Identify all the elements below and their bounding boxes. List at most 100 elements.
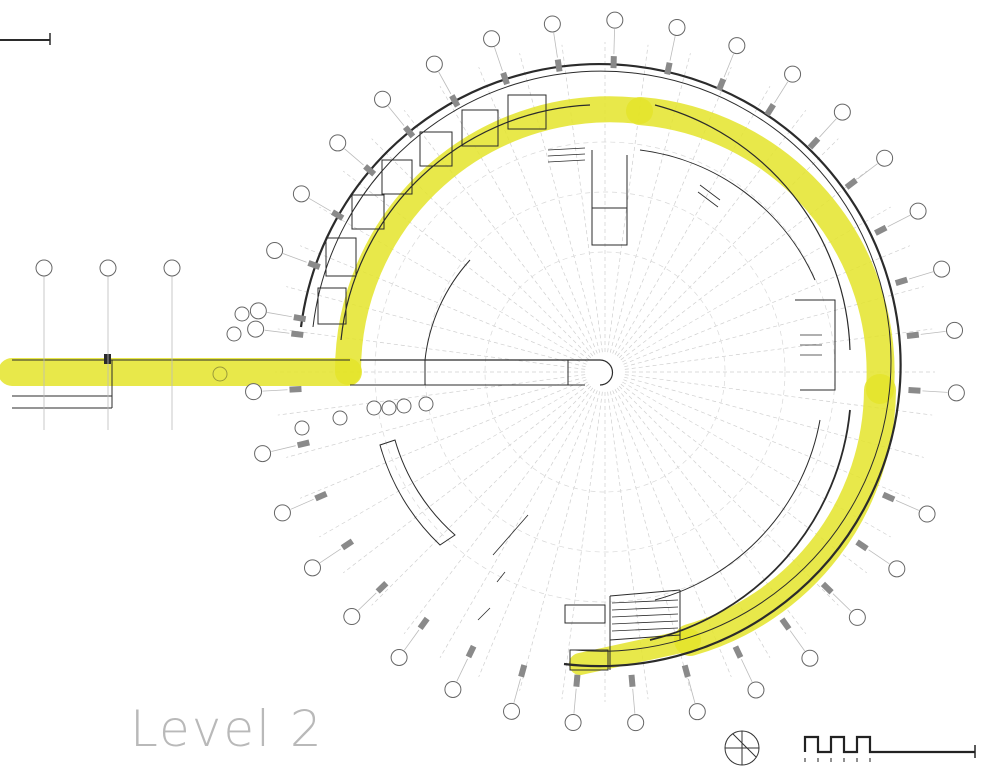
radial-grid-line [614, 86, 771, 355]
bubble-leader [290, 498, 314, 510]
grid-bubble [329, 134, 347, 152]
grid-bubble [374, 90, 392, 108]
level-title: Level 2 [130, 700, 324, 758]
column [844, 177, 858, 190]
grid-bubble [784, 65, 802, 83]
column [417, 616, 430, 631]
column [500, 71, 510, 86]
radial-grid [275, 42, 935, 702]
column [855, 539, 869, 552]
radial-grid-line [622, 381, 891, 538]
grid-bubble [503, 702, 521, 720]
bubble-leader [922, 390, 948, 393]
bubble-leader [741, 659, 753, 683]
circulation-path-highlight [0, 96, 896, 675]
radial-grid-line [403, 387, 594, 635]
north-arrow [724, 730, 760, 766]
radial-grid-line [277, 374, 586, 416]
grid-bubble [627, 714, 645, 732]
radial-grid-line [622, 206, 891, 363]
column [881, 491, 896, 503]
grid-bubble [483, 30, 501, 48]
grid-bubble [668, 18, 686, 36]
radial-grid-line [342, 170, 590, 361]
bubble-leader [267, 312, 292, 318]
radial-grid-line [277, 328, 586, 370]
grid-bubble [876, 149, 894, 167]
radial-grid-line [299, 245, 587, 365]
radial-grid-line [624, 376, 924, 458]
column [732, 645, 744, 659]
bubble-leader [264, 329, 290, 334]
radial-grid-line [478, 66, 598, 354]
radial-grid-line [620, 170, 868, 361]
grid-bubble [933, 260, 951, 278]
bubble-leader [573, 688, 577, 714]
bubble-leader [513, 678, 521, 703]
column [518, 664, 528, 678]
radial-grid-line [624, 286, 924, 368]
grid-bubble [249, 302, 267, 320]
bubble-leader [789, 630, 805, 652]
stair-treads [547, 147, 822, 632]
radial-grid-line [623, 379, 911, 499]
radial-grid-line [403, 109, 594, 357]
radial-grid-line [614, 389, 771, 658]
bubble-leader [819, 118, 837, 138]
bubble-leader [687, 678, 696, 704]
grid-bubble [390, 648, 408, 666]
column [820, 581, 834, 595]
radial-grid-line [371, 138, 592, 359]
grid-bubble [728, 37, 746, 55]
radial-grid-line [620, 383, 868, 574]
grid-ring [484, 251, 726, 493]
bubble-leader [774, 81, 789, 104]
radial-grid-line [618, 138, 839, 359]
radial-grid-line [624, 328, 933, 370]
column [573, 674, 581, 687]
column [402, 125, 416, 139]
column [610, 56, 617, 69]
radial-grid-line [439, 389, 596, 658]
column [874, 224, 888, 236]
grid-bubble [918, 505, 936, 523]
column [779, 617, 792, 631]
radial-grid-line [286, 286, 586, 368]
column [554, 59, 563, 72]
bubble-leader [438, 71, 452, 95]
bubble-leader [456, 658, 468, 682]
column [716, 77, 727, 92]
radial-grid-line [612, 390, 732, 678]
bubble-leader [553, 32, 558, 58]
bubble-leader [868, 549, 890, 565]
grid-bubbles [245, 11, 965, 732]
column [290, 330, 304, 338]
column [296, 439, 310, 449]
grid-bubble [543, 15, 561, 33]
radial-grid-line [439, 86, 596, 355]
column [764, 103, 776, 117]
radial-grid-line [618, 385, 839, 606]
column [807, 136, 821, 150]
radial-grid-line [478, 390, 598, 678]
radial-grid-line [561, 391, 603, 700]
radial-grid-line [624, 374, 933, 416]
grid-bubble [801, 649, 819, 667]
radial-grid-line [623, 245, 911, 365]
column [628, 674, 636, 688]
column [340, 538, 355, 551]
grid-bubble [564, 714, 582, 732]
radial-grid-line [609, 53, 691, 353]
grid-bubble [303, 559, 321, 577]
radial-grid-line [319, 206, 588, 363]
column [908, 387, 921, 394]
bubble-leader [357, 592, 377, 611]
radial-grid-line [299, 379, 587, 499]
bubble-leader [494, 47, 503, 72]
corner-dimension-mark [0, 33, 51, 45]
bubble-leader [895, 499, 919, 511]
bubble-leader [887, 214, 911, 227]
column [293, 314, 307, 323]
grid-bubble [343, 608, 361, 626]
